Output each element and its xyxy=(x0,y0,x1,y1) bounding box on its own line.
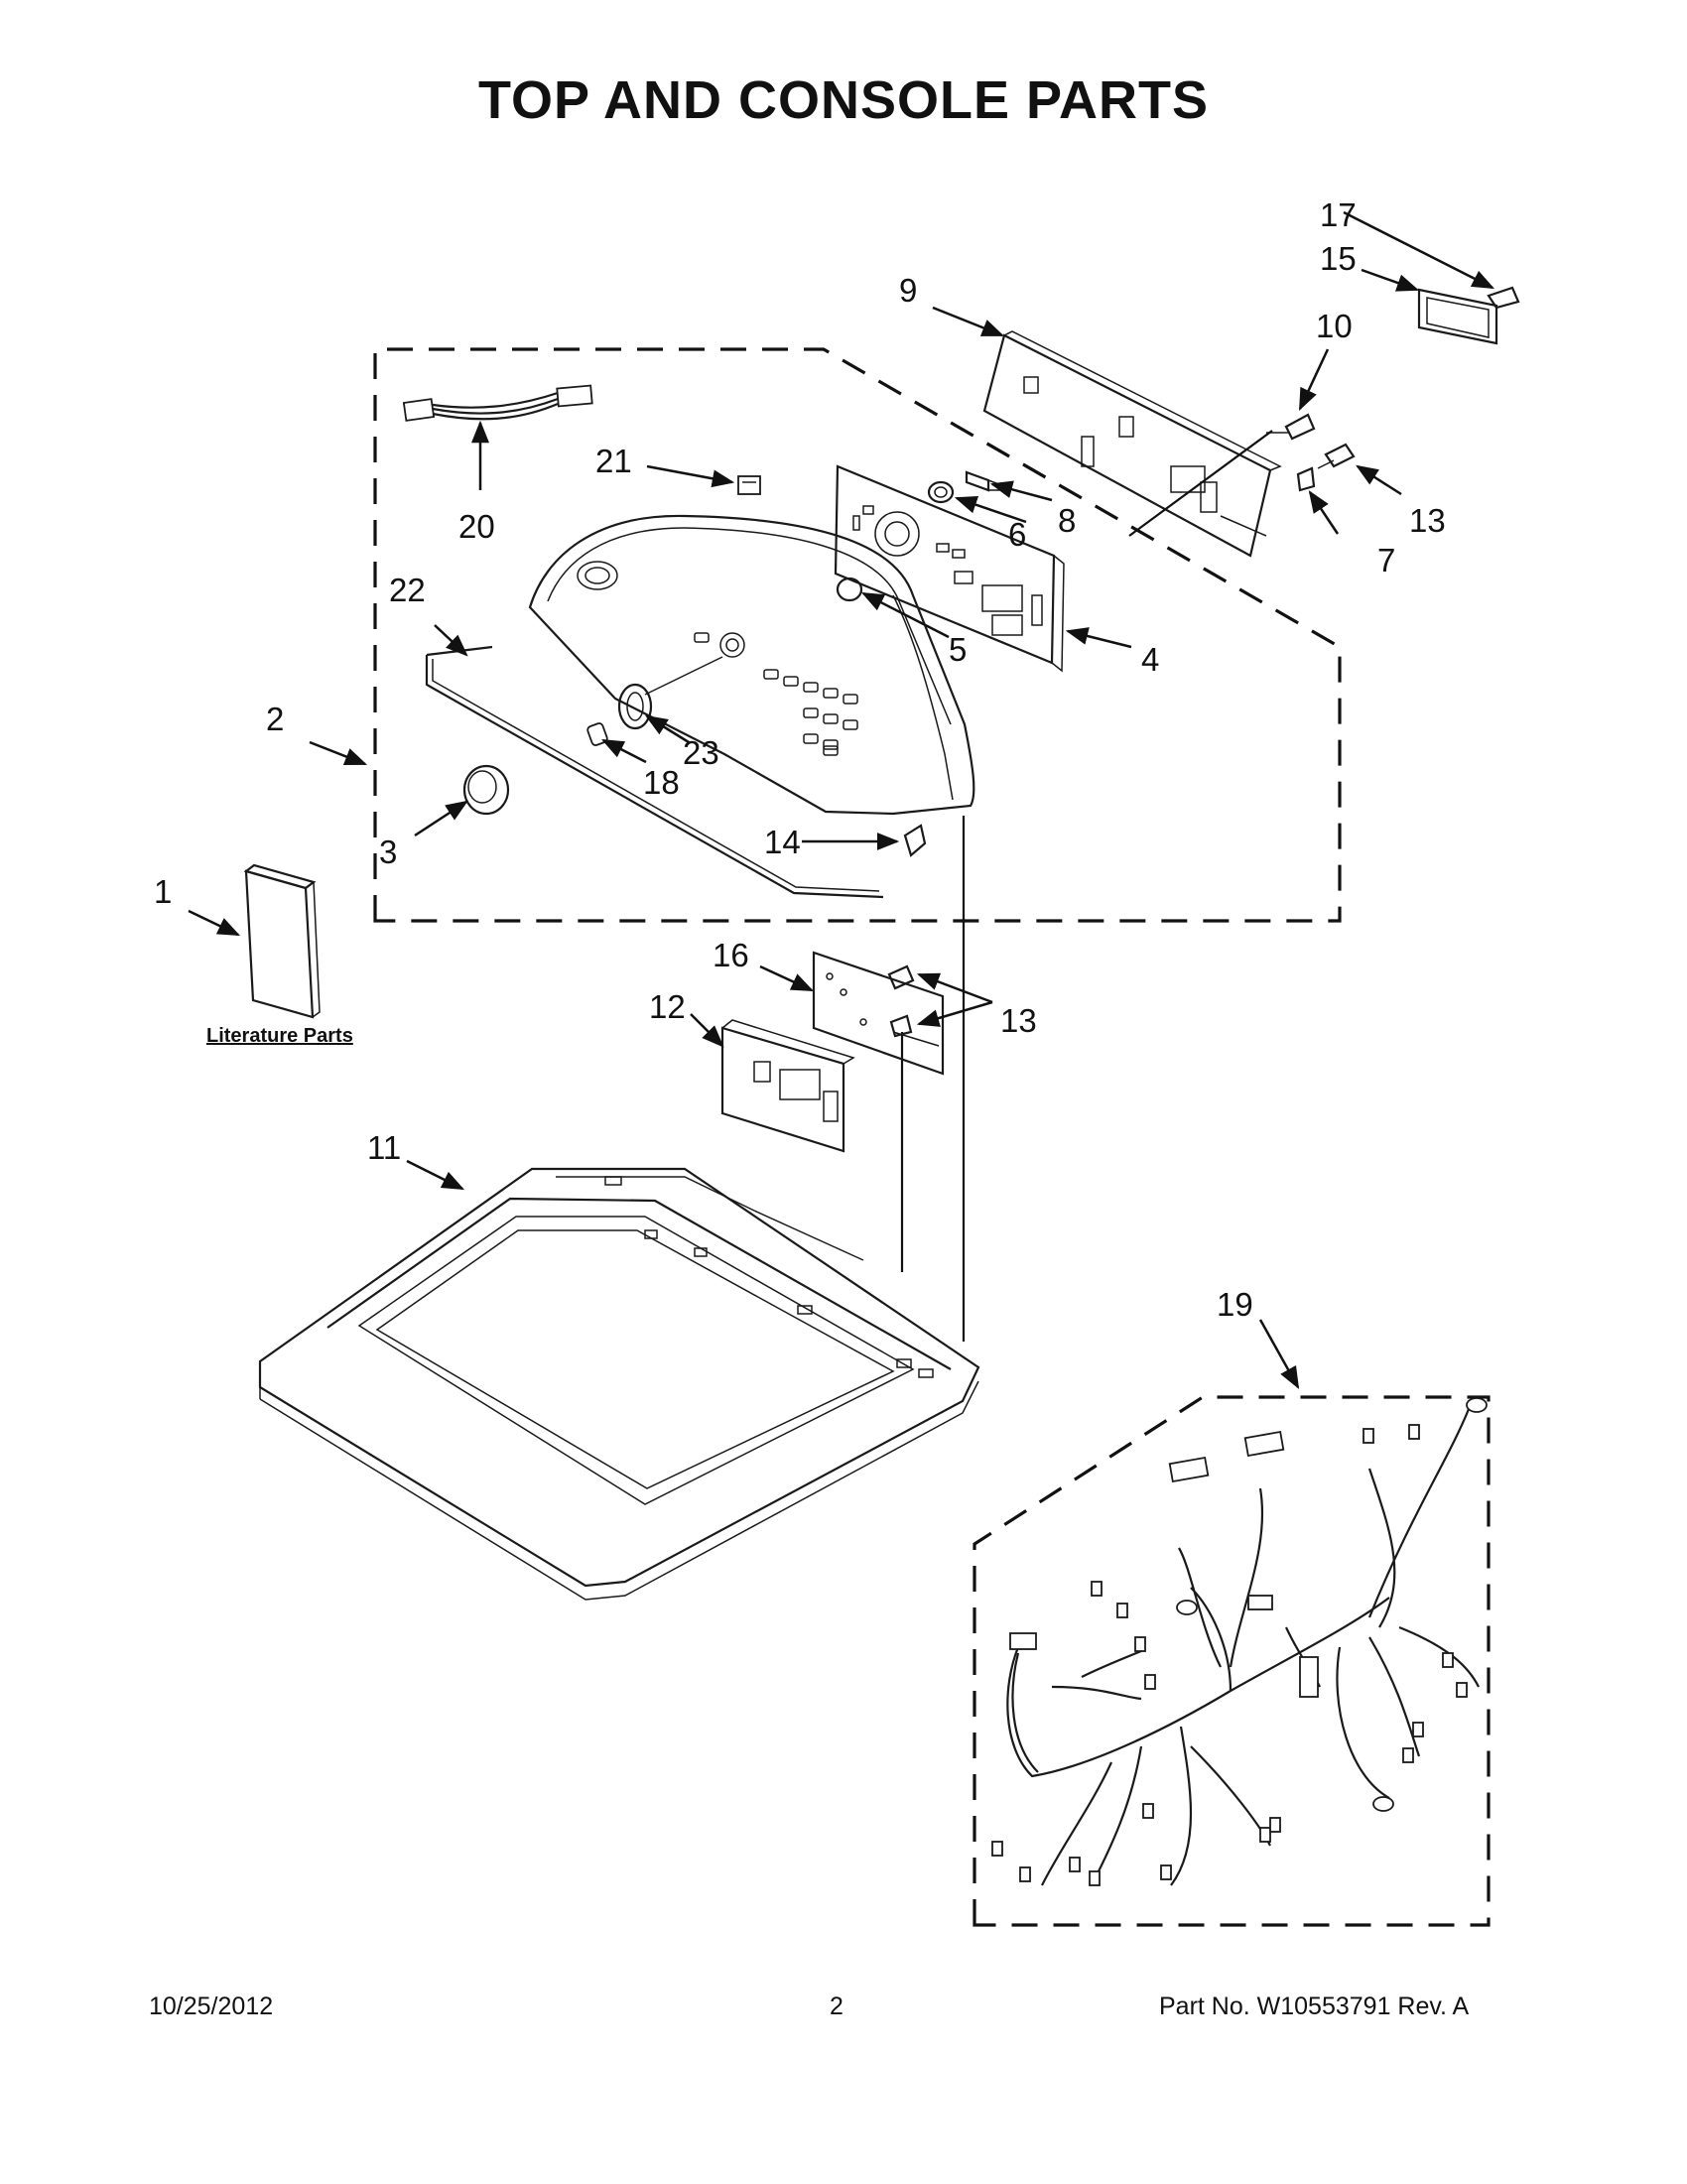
wire-harness-dashed-box xyxy=(973,1395,1491,1927)
callout-2: 2 xyxy=(266,701,284,737)
literature-booklet xyxy=(243,863,321,1019)
callout-22: 22 xyxy=(389,572,426,608)
callout-16: 16 xyxy=(713,937,749,973)
callout-23: 23 xyxy=(683,734,719,771)
callout-21: 21 xyxy=(595,443,632,479)
electronic-control-module xyxy=(720,1019,855,1153)
callout-12: 12 xyxy=(649,988,686,1025)
callout-17: 17 xyxy=(1320,196,1357,233)
console-retainer-clip xyxy=(1296,466,1316,492)
callout-5: 5 xyxy=(949,631,967,668)
bracket-screw xyxy=(1487,286,1520,310)
rotary-encoder xyxy=(927,480,955,504)
console-assembly-dashed-box xyxy=(373,347,1342,923)
console-clip xyxy=(737,475,761,495)
control-mounting-plate xyxy=(812,951,945,1076)
callout-6: 6 xyxy=(1008,516,1026,553)
encoder-disc xyxy=(836,577,863,602)
knob-bezel-ring xyxy=(617,656,723,730)
callout-13-top: 13 xyxy=(1409,502,1446,539)
console-side-bracket xyxy=(1417,288,1498,345)
callout-10: 10 xyxy=(1316,308,1353,344)
callout-8: 8 xyxy=(1058,502,1076,539)
literature-parts-label: Literature Parts xyxy=(206,1025,353,1047)
callout-18: 18 xyxy=(643,764,680,801)
callout-4: 4 xyxy=(1141,641,1159,678)
console-housing xyxy=(528,514,975,816)
footer-date: 10/25/2012 xyxy=(149,1992,274,2020)
control-wire-harness xyxy=(402,384,593,422)
main-wire-harness xyxy=(991,1397,1488,1886)
footer-part-number: Part No. W10553791 Rev. A xyxy=(1159,1992,1470,2020)
mounting-screw-top xyxy=(1317,443,1356,469)
callout-15: 15 xyxy=(1320,240,1357,277)
washer-top-panel xyxy=(258,1167,980,1601)
callout-1: 1 xyxy=(154,873,172,910)
callout-7: 7 xyxy=(1377,542,1395,578)
wire-clip xyxy=(903,824,927,857)
cycle-selector-knob xyxy=(462,764,510,816)
callout-11: 11 xyxy=(367,1129,401,1166)
board-screw xyxy=(965,470,1006,492)
callout-3: 3 xyxy=(379,834,397,870)
callout-19: 19 xyxy=(1217,1286,1253,1323)
callout-13-middle: 13 xyxy=(1000,1002,1037,1039)
callout-9: 9 xyxy=(899,272,917,309)
page-title: TOP AND CONSOLE PARTS xyxy=(477,70,1210,130)
console-rear-panel xyxy=(982,330,1282,558)
callout-20: 20 xyxy=(458,508,495,545)
panel-screw xyxy=(1266,413,1316,441)
callout-arrows xyxy=(188,210,1495,1389)
callout-14: 14 xyxy=(764,824,801,860)
push-clip xyxy=(586,722,608,746)
user-interface-control-board xyxy=(834,464,1065,673)
plate-screws xyxy=(887,964,915,1038)
footer-page-number: 2 xyxy=(830,1992,844,2020)
